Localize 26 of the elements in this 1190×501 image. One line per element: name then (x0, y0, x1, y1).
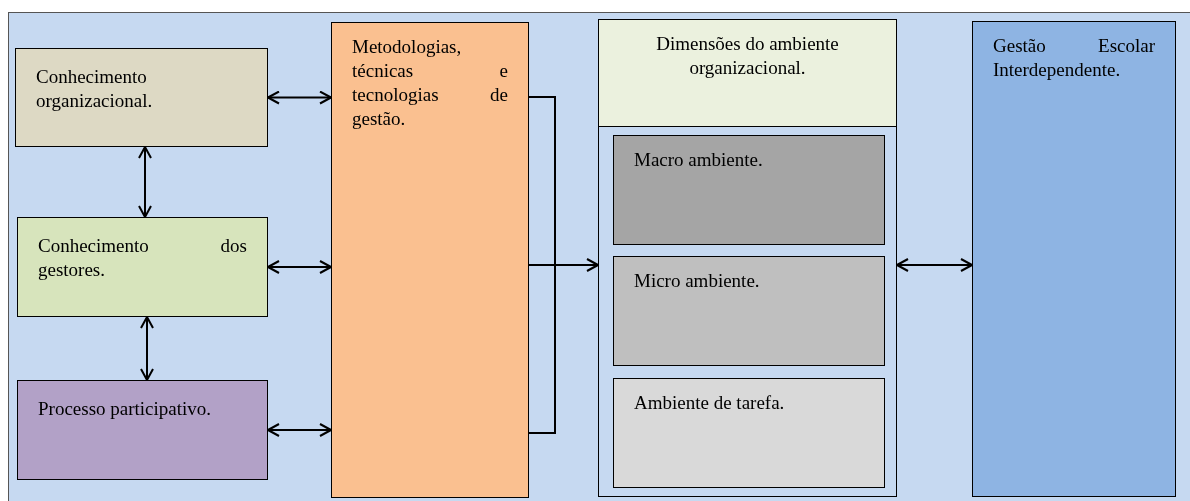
result-column (972, 21, 1176, 497)
node-text: Micro ambiente. (633, 269, 761, 293)
node-text: Metodologias, técnicas e tecnologias de gestão. (351, 35, 509, 131)
node-text: Macro ambiente. (633, 148, 764, 172)
arrow (267, 260, 332, 274)
node-text: Conhecimento organizacional. (35, 65, 154, 113)
node-text: Ambiente de tarefa. (633, 391, 786, 415)
container-box (598, 126, 897, 497)
node-text: Conhecimento dos gestores. (37, 234, 248, 282)
process-box (17, 217, 268, 317)
arrow (528, 258, 599, 272)
arrow (138, 146, 152, 218)
method-column (331, 22, 529, 498)
node-text: Dimensões do ambiente organizacional. (655, 32, 840, 80)
header-box (598, 19, 897, 127)
process-box (17, 380, 268, 480)
environment-box (613, 256, 885, 366)
arrow (267, 423, 332, 437)
process-box (15, 48, 268, 147)
environment-box (613, 378, 885, 488)
node-text: Gestão Escolar Interdependente. (992, 34, 1156, 82)
arrow (140, 316, 154, 381)
arrow (896, 258, 973, 272)
environment-box (613, 135, 885, 245)
arrow (267, 90, 332, 105)
node-text: Processo participativo. (37, 397, 213, 421)
